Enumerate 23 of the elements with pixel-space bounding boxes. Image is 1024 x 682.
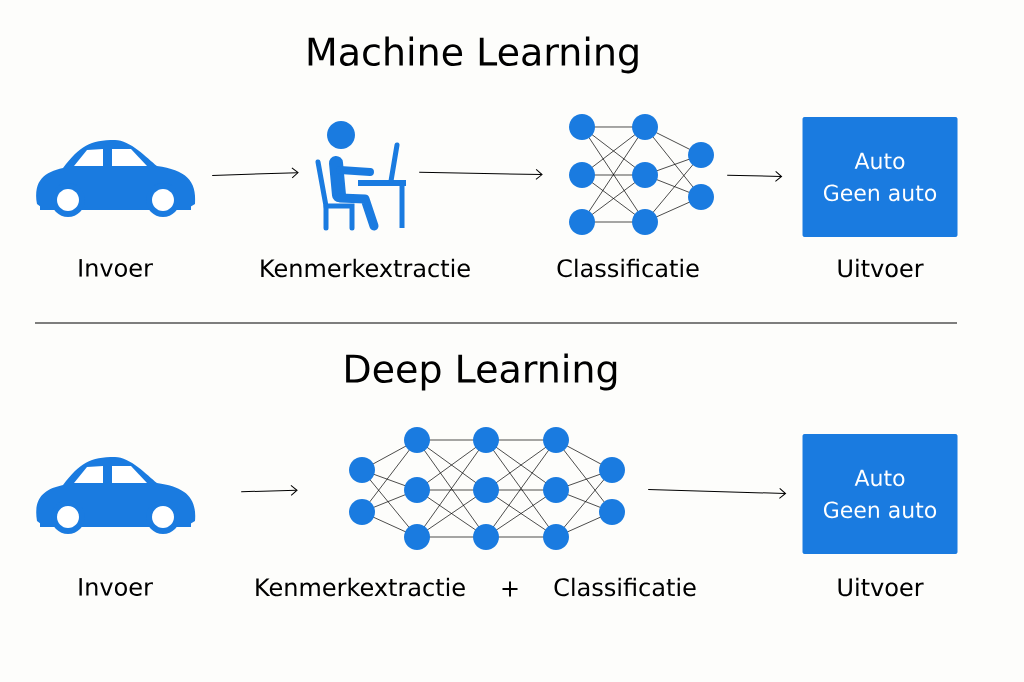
output-box: Auto Geen auto [802, 434, 958, 554]
node-label: Kenmerkextractie [261, 258, 470, 278]
node-label: Classificatie [554, 577, 696, 597]
arrow [418, 168, 543, 180]
node-label: Classificatie [557, 258, 699, 278]
arrow [726, 170, 783, 182]
person-at-desk-drawing [315, 121, 406, 231]
car-drawing [36, 457, 196, 534]
node-label: Invoer [79, 578, 153, 596]
node-label: + [502, 581, 518, 597]
neural-network-drawing [569, 114, 714, 235]
output-box: Auto Geen auto [802, 117, 958, 237]
arrow [240, 484, 298, 496]
node-label: Kenmerkextractie [256, 577, 465, 597]
node-label: Uitvoer [838, 577, 924, 597]
arrow [647, 487, 787, 499]
neural-network-drawing [349, 427, 625, 550]
section-heading: Deep Learning [346, 353, 617, 391]
node-label: Invoer [79, 259, 153, 277]
arrow [211, 167, 299, 179]
section-heading: Machine Learning [308, 36, 638, 74]
car-drawing [36, 140, 196, 217]
node-label: Uitvoer [838, 258, 924, 278]
